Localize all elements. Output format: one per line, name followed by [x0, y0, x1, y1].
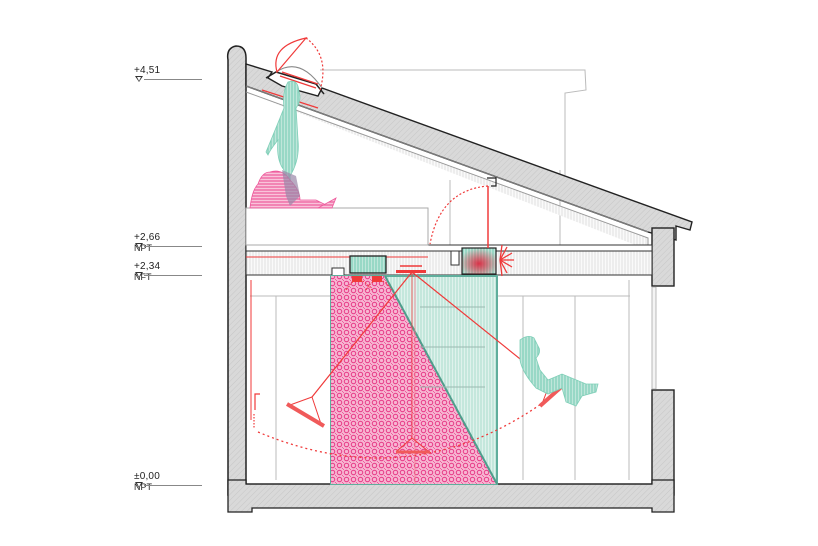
level-line — [144, 275, 202, 276]
left-wall — [226, 45, 247, 496]
level-marker-nft: +2,34 NFT — [134, 261, 202, 282]
roof-slab — [245, 63, 693, 250]
ceiling-hook — [429, 177, 497, 248]
level-code: NPT — [134, 243, 152, 253]
level-value: +2,34 — [134, 261, 161, 272]
level-triangle-icon — [135, 272, 143, 278]
level-value: ±0,00 — [134, 471, 160, 482]
light-fixture — [345, 276, 393, 291]
swinging-person-figure — [519, 336, 599, 407]
ground-slab — [227, 479, 675, 513]
level-marker-ground: ±0,00 NPT — [134, 471, 202, 492]
light-burst-icon — [499, 244, 514, 277]
level-line — [144, 246, 202, 247]
wall-ladder — [250, 280, 260, 428]
level-line — [144, 79, 202, 80]
level-triangle-icon — [135, 243, 143, 249]
right-eave-column — [651, 227, 675, 496]
level-value: +2,66 — [134, 232, 161, 243]
seated-person-with-laptop-figure — [249, 170, 337, 209]
level-value: +4,51 — [134, 65, 161, 76]
climbing-panel — [330, 275, 498, 485]
level-triangle-icon — [135, 76, 143, 82]
level-marker-npt-upper: +2,66 NPT — [134, 232, 202, 253]
mezzanine-floor — [245, 207, 653, 277]
level-marker-roof: +4,51 — [134, 65, 202, 82]
level-code: NPT — [134, 482, 152, 492]
level-triangle-icon — [135, 482, 143, 488]
standing-person-figure — [265, 80, 301, 205]
level-line — [144, 485, 202, 486]
